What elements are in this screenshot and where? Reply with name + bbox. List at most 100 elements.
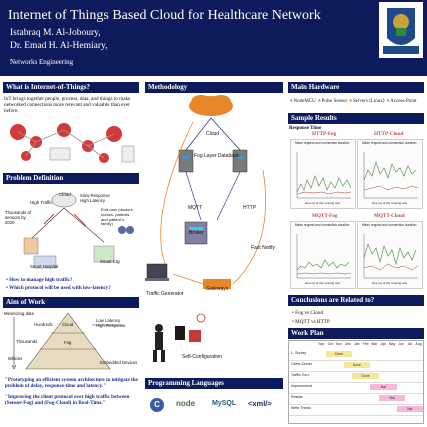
hardware-item-4: Access-Point: [390, 99, 417, 104]
workplan-bar: Nal: [378, 395, 406, 401]
mysql-logo-icon: MySQL: [212, 400, 237, 407]
method-self-config-label: Self-Configuration: [182, 354, 223, 360]
workplan-row-label: Write Thesis: [291, 406, 311, 410]
iot-illustration: [6, 116, 138, 166]
poster-title: Internet of Things Based Cloud for Healt…: [8, 8, 321, 23]
method-gateways-label: Gateways: [206, 286, 229, 292]
workplan-row-divider: [289, 414, 423, 416]
workplan-month-header: Feb: [362, 342, 369, 346]
aim-embedded: Embedded Devices: [100, 360, 138, 365]
aim-cloud: Cloud: [62, 322, 74, 327]
problem-smart-city: Smart City: [100, 259, 121, 264]
aim-hundreds: Hundreds: [34, 322, 53, 327]
workplan-month-header: Dec: [344, 342, 351, 346]
section-workplan: Work Plan: [288, 328, 424, 339]
workplan-month-header: May: [388, 342, 396, 346]
workplan-month-header: Oct: [327, 342, 333, 346]
hardware-item-3: Servers (Linux): [352, 99, 385, 104]
workplan-row-divider: [289, 403, 423, 405]
workplan-month-header: Jun: [398, 342, 404, 346]
aim-low-latency: Low Latency High Response: [96, 318, 126, 328]
workplan-month-header: Apr: [380, 342, 386, 346]
method-broker-label: Broker: [189, 230, 204, 236]
conclusion-item-1-text: Fog vs Cloud: [295, 310, 324, 316]
workplan-bar: Done: [325, 351, 353, 357]
chart-3-subtitle: Mean request and connection duration: [295, 223, 350, 227]
section-hardware: Main Hardware: [288, 82, 424, 93]
workplan-row-label: Client-Server: [291, 362, 312, 366]
workplan-row-label: Improvement: [291, 384, 312, 388]
method-mqtt-label: MQTT: [188, 205, 203, 211]
hardware-item-2: Pulse Sensor: [321, 99, 348, 104]
workplan-row-label: Traffic Gen.: [291, 373, 310, 377]
hardware-list: ★NodeMCU ★Pulse Sensor ★Servers (Linux) …: [289, 99, 417, 104]
chart-2: Mean request and connection duration tim…: [357, 139, 423, 209]
chart-4-subtitle: Mean request and connection duration: [362, 223, 417, 227]
method-fog-db-label: Fog Layer Database: [194, 153, 240, 159]
chart-1-xlabel: time (s) of the running test: [305, 201, 340, 205]
problem-bullet-1-text: How to manage high traffic?: [9, 277, 73, 283]
section-results: Sample Results: [288, 113, 424, 124]
chart-3-xlabel: time (s) of the running test: [305, 281, 340, 285]
workplan-month-header: Jul: [407, 342, 412, 346]
section-problem: Problem Definition: [3, 173, 139, 184]
workplan-row-label: L. Survey: [291, 351, 307, 355]
workplan-month-header: Aug: [415, 342, 422, 346]
chart-4-title: MQTT-Cloud: [374, 213, 405, 219]
problem-bullet-2-text: Which protocol will be used with low-lat…: [9, 285, 111, 291]
star-icon: ★: [289, 99, 294, 104]
section-conclusions: Conclusions are Related to?: [288, 295, 424, 306]
chart-2-subtitle: Mean request and connection duration: [362, 141, 417, 145]
aim-thousands: Thousands: [16, 339, 38, 344]
problem-diagram: [4, 186, 140, 274]
method-cloud-label: Cloud: [206, 131, 220, 137]
chart-1: Mean request and connection duration tim…: [290, 139, 356, 209]
workplan-month-header: Jan: [354, 342, 360, 346]
workplan-month-header: Sep: [318, 342, 325, 346]
workplan-bar: Done: [352, 373, 379, 379]
workplan-bar: Nal: [370, 384, 397, 390]
method-fast-notify-label: Fast Notify: [251, 245, 275, 251]
department: Networks Engineering: [10, 58, 74, 66]
workplan-bar: Done: [343, 362, 370, 368]
methodology-diagram: [145, 94, 283, 370]
chart-3-title: MQTT-Fog: [312, 213, 338, 219]
workplan-month-header: Mar: [371, 342, 378, 346]
problem-smart-hospital: Smart Hospital: [30, 264, 59, 269]
languages-logos: C node MySQL <xml/>: [148, 392, 280, 422]
star-icon: ★: [385, 99, 391, 104]
aim-minimizing: Minimizing data: [4, 311, 34, 316]
workplan-row-label: Results: [291, 395, 303, 399]
method-http-label: HTTP: [243, 205, 257, 211]
c-logo-icon: C: [150, 398, 164, 412]
workplan-month-header: Nov: [336, 342, 343, 346]
chart-3: Mean request and connection duration tim…: [290, 221, 356, 289]
star-icon: ★: [316, 99, 322, 104]
aim-quote-1: "Prototyping an efficient system archite…: [5, 377, 138, 390]
workplan-row-divider: [289, 392, 423, 394]
chart-4-xlabel: time (s) of the running test: [372, 281, 407, 285]
problem-end-user: End user (doctors, nurses, patients and …: [101, 207, 134, 227]
workplan-row-divider: [289, 359, 423, 361]
aim-quote-2: "Improving the client protocol over high…: [5, 394, 130, 407]
problem-bullet-1: • How to manage high traffic?: [6, 277, 73, 283]
star-icon: ★: [348, 99, 353, 104]
iot-description: IoT brings together people, process, dat…: [4, 96, 131, 115]
conclusion-item-2: • MQTT vs HTTP: [292, 319, 330, 325]
method-traffic-gen-label: Traffic Generator: [146, 291, 184, 297]
results-subheading: Response Time: [289, 126, 322, 131]
conclusion-item-1: • Fog vs Cloud: [292, 310, 324, 316]
workplan-bar: Nal: [396, 406, 423, 412]
aim-pyramid: [4, 309, 140, 375]
poster-header: Internet of Things Based Cloud for Healt…: [0, 0, 427, 76]
xml-logo-icon: <xml/>: [248, 399, 272, 408]
section-what-is-iot: What is Internet-of-Things?: [3, 82, 139, 93]
section-languages: Programming Languages: [145, 378, 283, 389]
conclusion-item-2-text: MQTT vs HTTP: [295, 319, 330, 325]
chart-1-title: HTTP-Fog: [312, 131, 337, 137]
problem-high-traffic: High Traffic: [30, 200, 53, 205]
author-2: Dr. Emad H. Al-Hemiary,: [10, 41, 108, 51]
chart-1-subtitle: Mean request and connection duration: [295, 141, 350, 145]
